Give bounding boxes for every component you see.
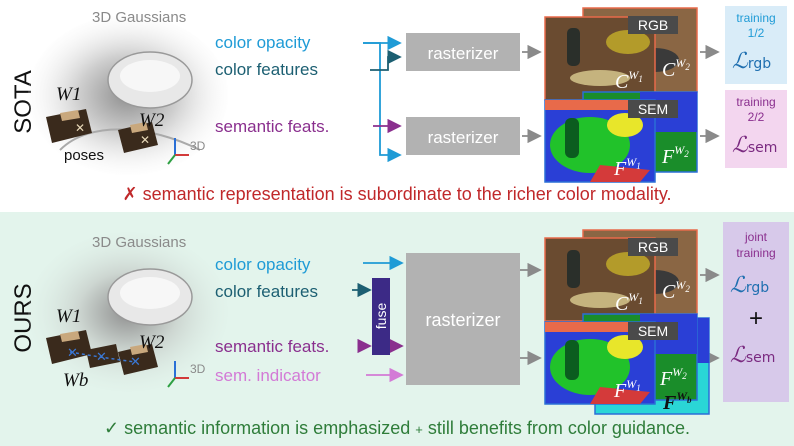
sota-arrows <box>363 35 720 163</box>
ours-caption: ✓ semantic information is emphasized + s… <box>104 418 690 438</box>
sota-weight-w2: W2 <box>139 110 165 131</box>
sota-rasterizer-bottom-label: rasterizer <box>428 128 499 147</box>
ours-pose-mark-2: ✕ <box>96 349 107 364</box>
ours-caption-mark: ✓ <box>104 418 119 438</box>
sota-axis-label: 3D <box>190 139 206 153</box>
ours-loss-plus: + <box>749 305 763 332</box>
ours-input-semantic-feats: semantic feats. <box>215 337 329 356</box>
ours-camera-w2 <box>118 344 158 375</box>
sota-input-color-opacity: color opacity <box>215 33 311 52</box>
sota-loss-rgb-symbol: ℒrgb <box>732 48 771 73</box>
sota-camera-w2: ✕ <box>118 122 158 153</box>
sota-loss-rgb-title-1: training <box>736 11 775 25</box>
ours-axis-label: 3D <box>190 362 206 376</box>
ours-baseline-link <box>69 351 136 363</box>
sota-loss-rgb-box <box>725 6 787 84</box>
sota-rasterizer-top <box>406 33 520 71</box>
ours-loss-title-1: joint <box>744 230 768 244</box>
sota-caption: ✗ semantic representation is subordinate… <box>122 184 671 204</box>
sota-camera-w1: ✕ <box>46 109 92 143</box>
ours-pose-mark-3: ✕ <box>130 354 141 369</box>
ours-fuse-label: fuse <box>373 303 389 330</box>
ours-loss-box <box>723 222 789 402</box>
ours-caption-tail: still benefits from color guidance. <box>428 418 690 438</box>
sota-input-semantic-feats: semantic feats. <box>215 117 329 136</box>
ours-loss-title-2: training <box>736 246 775 260</box>
ours-sem-tag-bg <box>628 322 678 340</box>
sota-sem-tag-bg <box>628 100 678 118</box>
sota-rasterizer-top-label: rasterizer <box>428 44 499 63</box>
ours-gaussians-title: 3D Gaussians <box>92 234 186 251</box>
ours-rasterizer-label: rasterizer <box>425 310 500 330</box>
sota-caption-text: semantic representation is subordinate t… <box>143 184 672 204</box>
sota-input-color-features: color features <box>215 60 318 79</box>
ours-input-color-opacity: color opacity <box>215 255 311 274</box>
sota-sem-tag: SEM <box>638 101 668 117</box>
ours-caption-main: semantic information is emphasized <box>124 418 410 438</box>
sota-poses-label: poses <box>64 147 104 164</box>
sota-weight-w1: W1 <box>56 84 81 105</box>
ours-input-sem-indicator: sem. indicator <box>215 366 321 385</box>
sota-loss-sem-title-1: training <box>736 95 775 109</box>
svg-text:✕: ✕ <box>140 133 150 147</box>
ours-weight-w1: W1 <box>56 306 81 327</box>
ours-rgb-tag-bg <box>628 238 678 256</box>
ours-pose-mark-1: ✕ <box>67 345 78 360</box>
sota-rasterizer-bottom <box>406 117 520 155</box>
ours-caption-plus: + <box>415 422 423 437</box>
sota-sem-render-w1 <box>544 99 656 183</box>
ours-axis-icon <box>167 361 189 388</box>
ours-fuse-block <box>372 278 390 355</box>
sota-gaussians-title: 3D Gaussians <box>92 9 186 26</box>
ours-rasterizer <box>406 253 520 385</box>
ours-input-color-features: color features <box>215 282 318 301</box>
ours-camera-wb <box>86 344 120 368</box>
sota-rgb-tag-bg <box>628 16 678 34</box>
svg-text:✕: ✕ <box>75 121 85 135</box>
sota-loss-rgb-title-2: 1/2 <box>748 26 765 40</box>
ours-weight-wb: Wb <box>63 370 88 391</box>
ours-rgb-tag: RGB <box>638 239 668 255</box>
ours-weight-w2: W2 <box>139 332 165 353</box>
sota-caption-mark: ✗ <box>122 184 137 204</box>
sota-loss-sem-box <box>725 90 787 168</box>
sota-loss-sem-title-2: 2/2 <box>748 110 765 124</box>
sota-rgb-tag: RGB <box>638 17 668 33</box>
ours-camera-w1 <box>46 330 92 364</box>
ours-sem-tag: SEM <box>638 323 668 339</box>
sota-axis-icon <box>167 138 189 165</box>
